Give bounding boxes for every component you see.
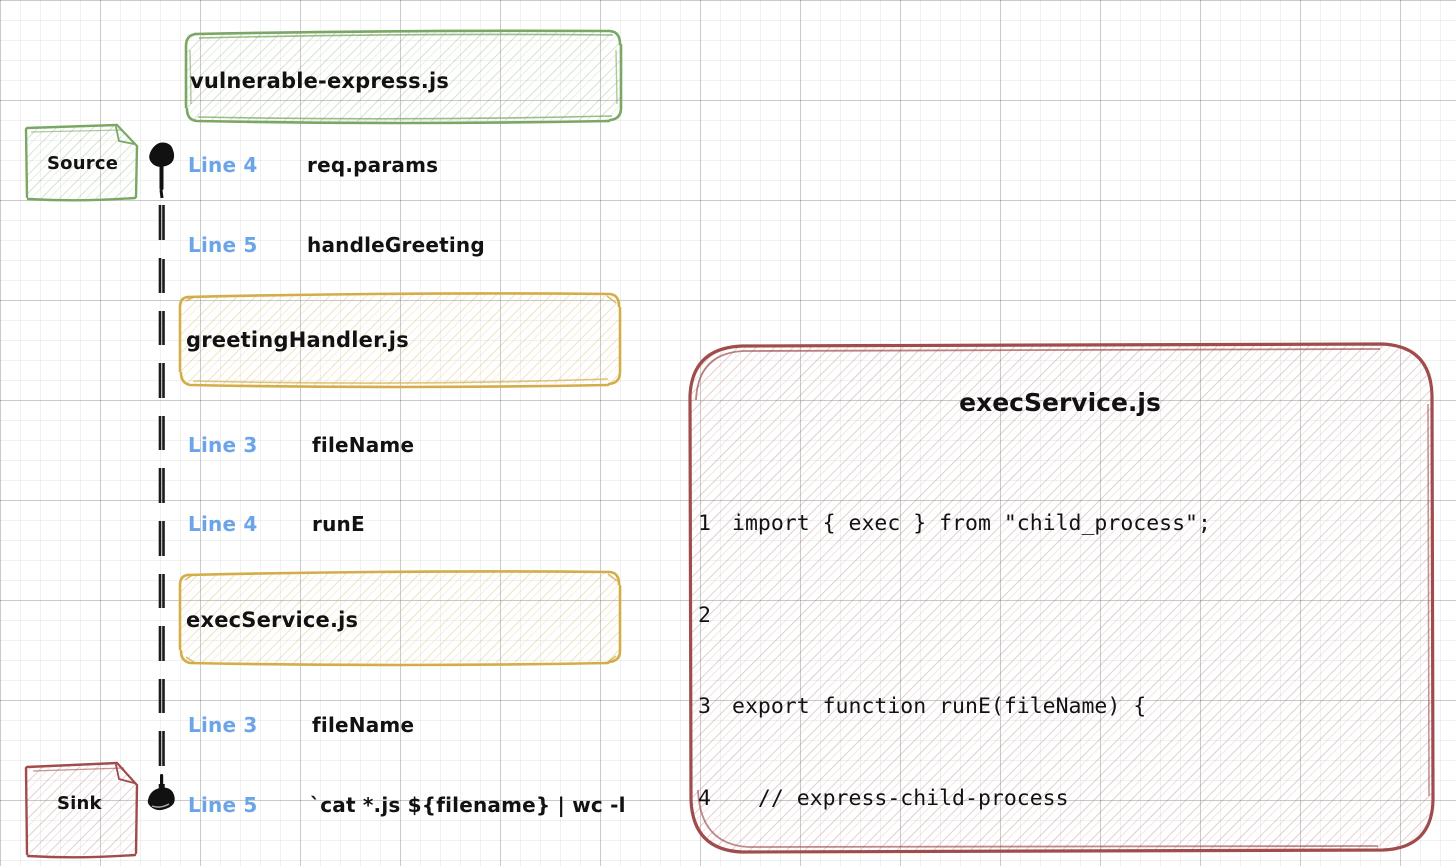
code-gutter-number: 1 [698, 511, 711, 536]
sink-note-shape[interactable] [24, 761, 139, 859]
flow-step-text-6: `cat *.js ${filename} | wc -l [310, 793, 626, 817]
code-gutter-number: 3 [698, 694, 711, 719]
sink-pin-icon [147, 774, 175, 811]
code-panel-frame[interactable] [688, 342, 1435, 854]
file-box-exec-service[interactable] [178, 570, 622, 667]
file-box-label-exec-service: execService.js [186, 608, 359, 632]
code-line-text: import { exec } from "child_process"; [732, 511, 1211, 536]
flow-step-line-6: Line 5 [188, 793, 258, 817]
code-line: 1 import { exec } from "child_process"; [698, 509, 1327, 540]
code-line: 2 [698, 601, 1327, 632]
code-line-text: // express-child-process [732, 785, 1069, 811]
flow-step-text-1: req.params [307, 153, 439, 177]
code-line-text: export function runE(fileName) { [732, 694, 1147, 719]
flow-step-line-1: Line 4 [188, 153, 258, 177]
code-panel-body[interactable]: 1 import { exec } from "child_process"; 2… [698, 448, 1327, 856]
taint-flow-dashed-line [158, 205, 165, 800]
flow-step-text-2: handleGreeting [307, 233, 485, 257]
code-panel-title: execService.js [959, 388, 1161, 417]
code-line: 4 // express-child-process [698, 784, 1327, 815]
flow-step-text-4: runE [312, 512, 365, 536]
code-panel[interactable]: execService.js 1 import { exec } from "ch… [684, 340, 1436, 856]
file-box-label-vulnerable-express: vulnerable-express.js [190, 69, 450, 93]
source-note-label: Source [47, 153, 119, 174]
flow-step-line-2: Line 5 [188, 233, 258, 257]
sink-note-label: Sink [57, 793, 102, 814]
flow-step-text-3: fileName [312, 433, 415, 457]
flow-step-line-4: Line 4 [188, 512, 258, 536]
source-pin-icon [149, 142, 175, 199]
source-note-shape[interactable] [24, 123, 139, 202]
file-box-vulnerable-express[interactable] [184, 29, 623, 125]
flow-step-line-3: Line 3 [188, 433, 258, 457]
code-gutter-number: 2 [698, 602, 711, 628]
file-box-greeting-handler[interactable] [178, 292, 622, 389]
flow-step-line-5: Line 3 [188, 713, 258, 737]
file-box-label-greeting-handler: greetingHandler.js [186, 328, 409, 352]
code-line: 3 export function runE(fileName) { [698, 692, 1327, 723]
flow-step-text-5: fileName [312, 713, 415, 737]
code-gutter-number: 4 [698, 785, 711, 811]
